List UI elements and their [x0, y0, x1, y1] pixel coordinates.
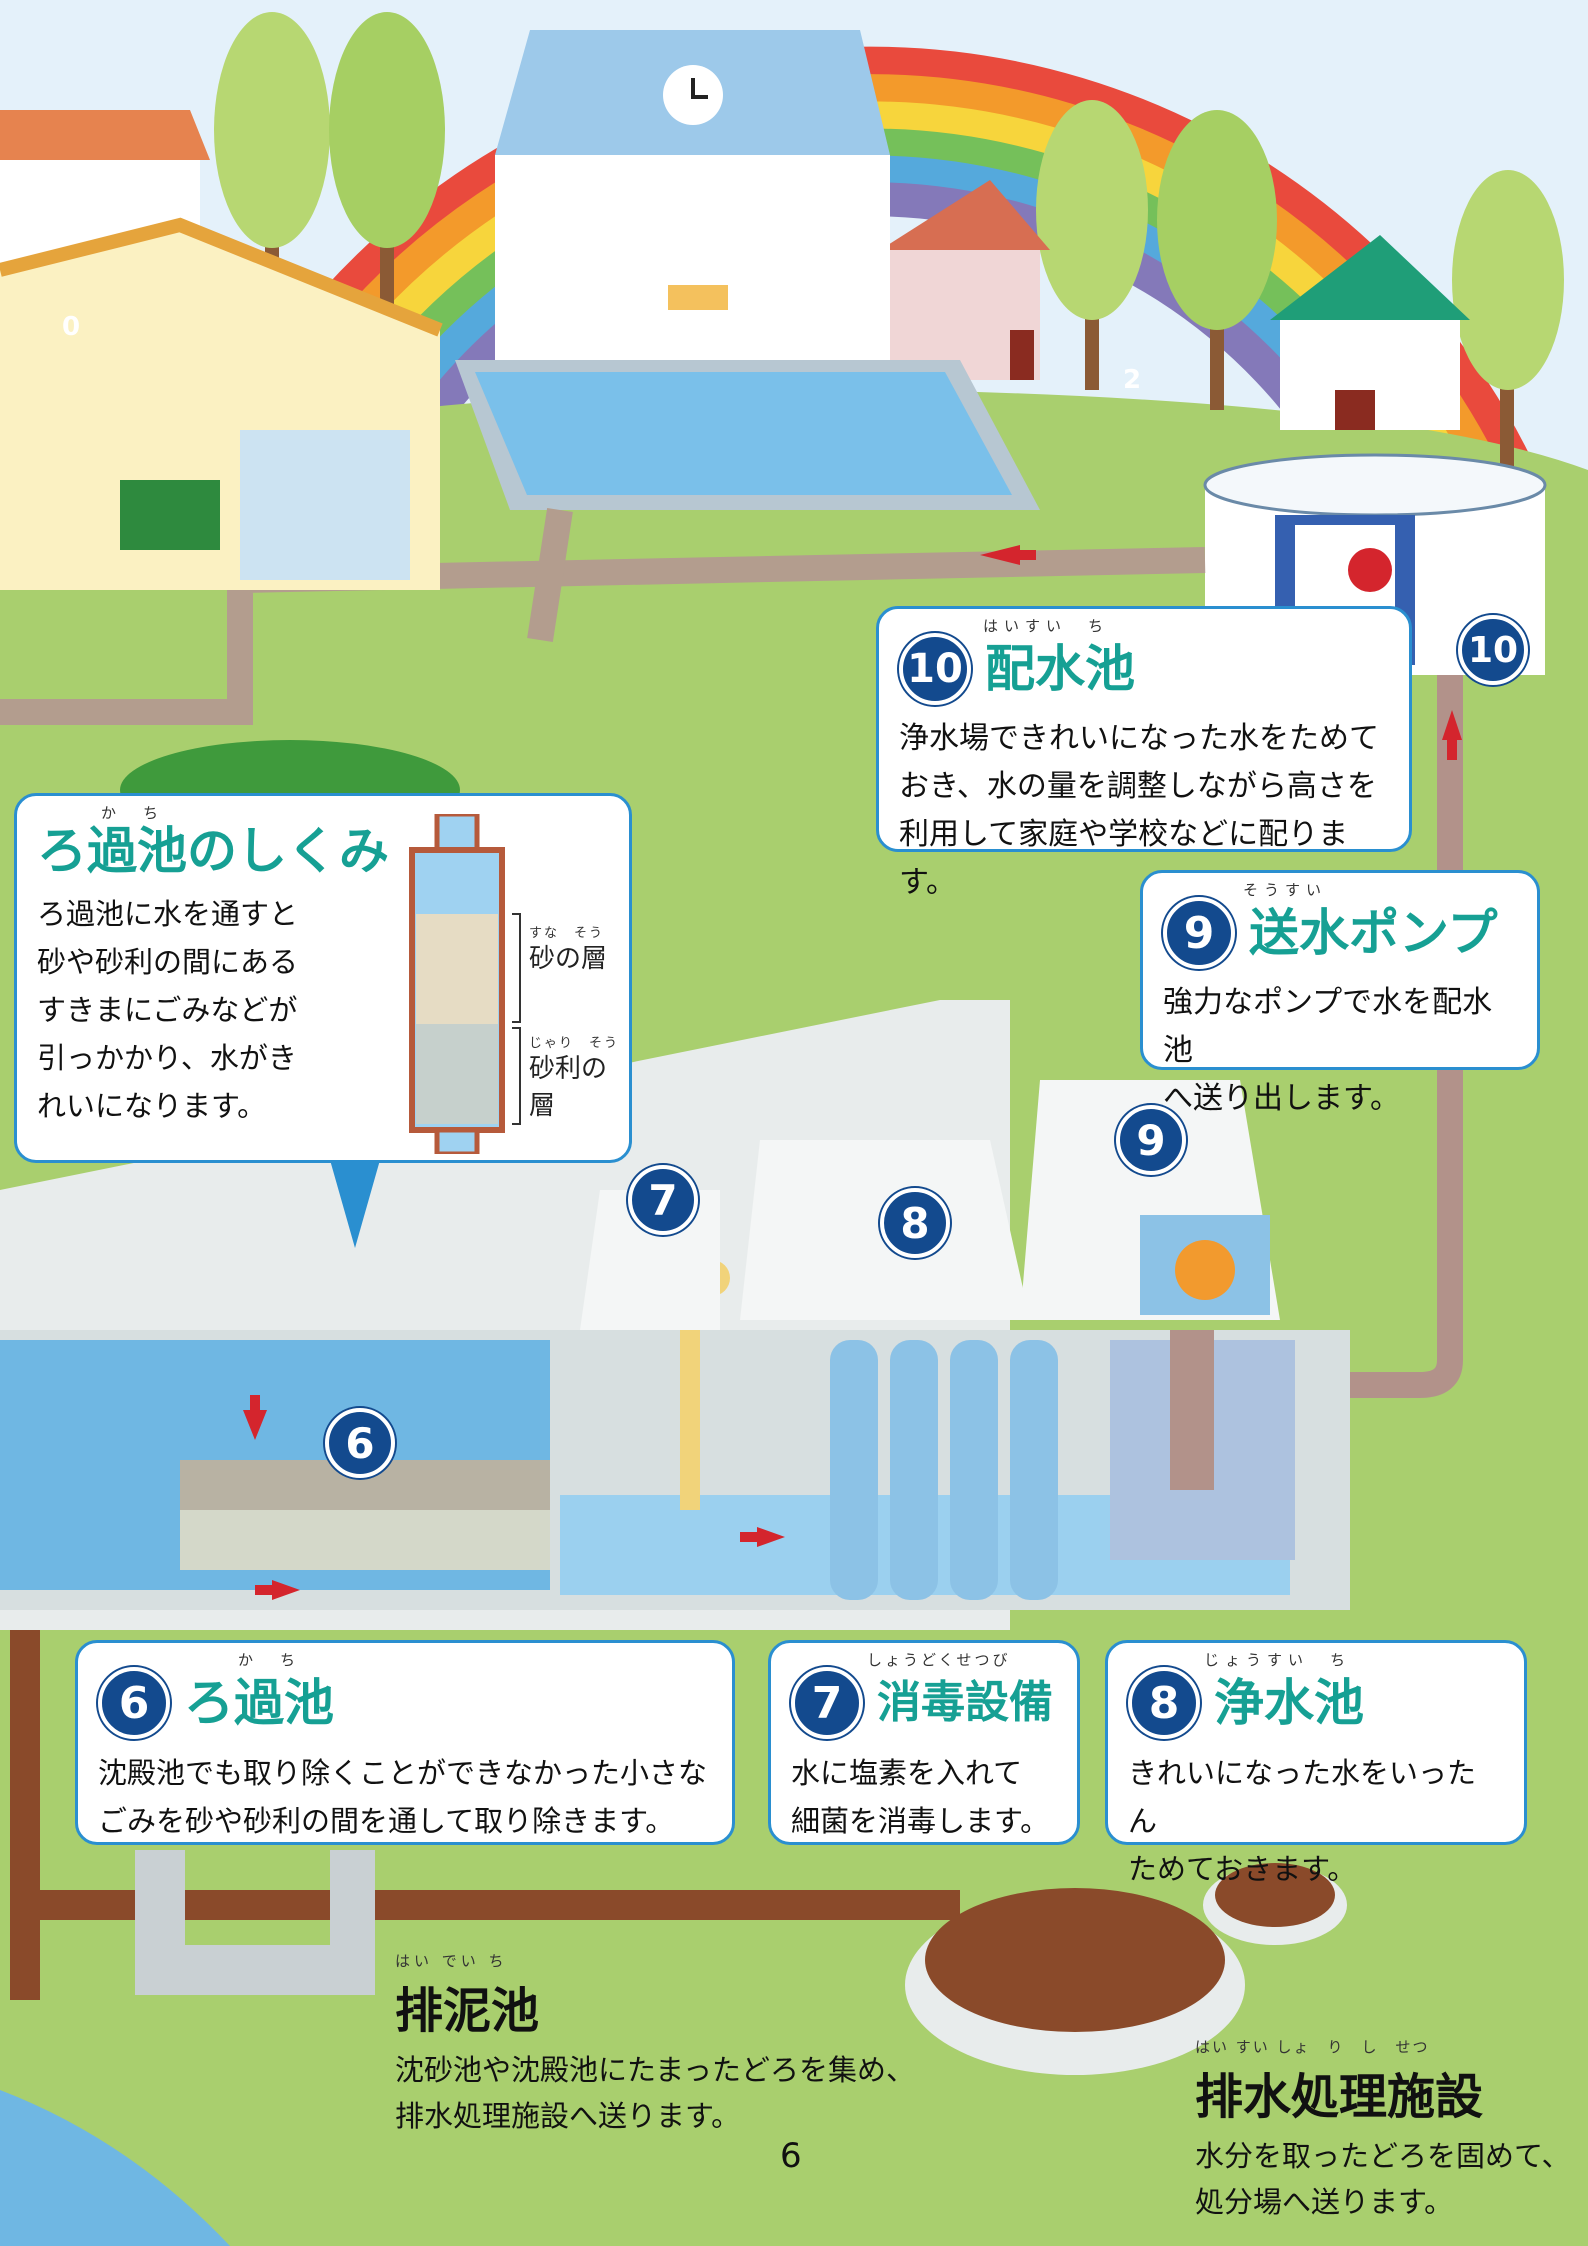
mud-pond [135, 1850, 375, 1995]
gravel-layer-ruby: じゃり そう [529, 1036, 620, 1051]
step-9-text: 強力なポンプで水を配水池 へ送り出します。 [1163, 979, 1517, 1123]
step-9-badge: 9 [1163, 897, 1235, 969]
filter-mechanism-text: ろ過池に水を通すと 砂や砂利の間にある すきまにごみなどが 引っかかり、水がき … [37, 890, 609, 1130]
pin-8: 8 [880, 1188, 950, 1258]
step-10-badge: 10 [899, 633, 971, 705]
mud-pond-line: 沈砂池や沈殿池にたまったどろを集め、 [395, 2053, 915, 2087]
drain-facility-line: 水分を取ったどろを固めて、 [1195, 2139, 1571, 2173]
mud-pond-line: 排水処理施設へ送ります。 [395, 2099, 741, 2133]
filter-mechanism-line: すきまにごみなどが [37, 993, 298, 1027]
step-9-title: 送水ポンプ [1249, 904, 1498, 962]
filter-cross-section-icon [409, 814, 521, 1154]
filter-mechanism-line: ろ過池に水を通すと [37, 897, 299, 931]
filter-mechanism-line: 砂や砂利の間にある [37, 945, 299, 979]
step-7-line: 細菌を消毒します。 [791, 1804, 1050, 1838]
drain-tanks [905, 1863, 1347, 2075]
step-6-line: ごみを砂や砂利の間を通して取り除きます。 [98, 1804, 675, 1838]
filter-mechanism-title: ろ過池のしくみ [37, 822, 389, 880]
step-7-title: 消毒設備 [877, 1677, 1053, 1728]
pin-7: 7 [628, 1165, 698, 1235]
pin-9: 9 [1116, 1105, 1186, 1175]
step-9-line: へ送り出します。 [1163, 1081, 1400, 1116]
drain-facility-label: はい すい しょ り し せつ 排水処理施設 水分を取ったどろを固めて、 処分場… [1195, 2036, 1571, 2225]
drain-facility-title: 排水処理施設 [1195, 2069, 1484, 2125]
filter-mechanism-line: 引っかかり、水がき [37, 1041, 297, 1075]
step-7-text: 水に塩素を入れて 細菌を消毒します。 [791, 1749, 1057, 1845]
step-10-line: おき、水の量を調整しながら高さを [899, 769, 1377, 804]
gravel-layer-label: 砂利の層 [529, 1054, 608, 1121]
step-6-title: ろ過池 [184, 1674, 334, 1732]
callout-pointer [330, 1160, 380, 1248]
step-10-line: 利用して家庭や学校などに配ります。 [899, 817, 1349, 900]
treatment-plant [0, 1000, 1350, 1630]
filter-mechanism-line: れいになります。 [37, 1089, 267, 1123]
filter-mechanism-ruby: か ち [101, 804, 165, 822]
drain-facility-line: 処分場へ送ります。 [1195, 2185, 1454, 2219]
step-8-line: ためておきます。 [1128, 1852, 1357, 1886]
step-10-box: はいすい ち 10 配水池 浄水場できれいになった水をためて おき、水の量を調整… [876, 606, 1412, 900]
step-7-line: 水に塩素を入れて [791, 1756, 1023, 1790]
mud-pond-title: 排泥池 [395, 1983, 540, 2039]
school-building [495, 30, 890, 365]
mud-pond-label: はい でい ち 排泥池 沈砂池や沈殿池にたまったどろを集め、 排水処理施設へ送り… [395, 1950, 915, 2139]
pin-6: 6 [325, 1408, 395, 1478]
drain-facility-ruby: はい すい しょ り し せつ [1195, 2038, 1430, 2056]
pond-water [0, 2090, 230, 2246]
step-8-ruby: じょうすい ち [1204, 1651, 1352, 1669]
step-10-title: 配水池 [985, 640, 1135, 698]
family-house [0, 217, 443, 590]
roads [0, 508, 1206, 725]
step-8-badge: 8 [1128, 1667, 1200, 1739]
laundry-shirt-number: 0 [62, 312, 81, 342]
step-8-text: きれいになった水をいったん ためておきます。 [1128, 1749, 1504, 1893]
runner-shirt-number: 2 [1123, 365, 1142, 395]
mud-pond-ruby: はい でい ち [395, 1952, 508, 1970]
step-8-box: じょうすい ち 8 浄水池 きれいになった水をいったん ためておきます。 [1105, 1640, 1527, 1886]
step-6-line: 沈殿池でも取り除くことができなかった小さな [98, 1756, 708, 1790]
step-6-badge: 6 [98, 1667, 170, 1739]
step-9-line: 強力なポンプで水を配水池 [1163, 985, 1493, 1068]
flow-arrows [243, 545, 1462, 1600]
step-9-box: そうすい 9 送水ポンプ 強力なポンプで水を配水池 へ送り出します。 [1140, 870, 1540, 1116]
sand-layer-ruby: すな そう [529, 926, 605, 941]
step-6-text: 沈殿池でも取り除くことができなかった小さな ごみを砂や砂利の間を通して取り除きま… [98, 1749, 712, 1845]
step-8-title: 浄水池 [1214, 1674, 1364, 1732]
drain-facility-text: 水分を取ったどろを固めて、 処分場へ送ります。 [1195, 2133, 1571, 2225]
step-9-ruby: そうすい [1243, 881, 1328, 899]
trees [214, 12, 1564, 470]
step-6-ruby: か ち [238, 1651, 302, 1669]
step-10-line: 浄水場できれいになった水をためて [899, 721, 1379, 756]
pool [455, 360, 1040, 510]
step-10-text: 浄水場できれいになった水をためて おき、水の量を調整しながら高さを 利用して家庭… [899, 715, 1389, 907]
pin-10: 10 [1458, 615, 1528, 685]
sand-layer-label: 砂の層 [529, 944, 608, 974]
step-6-box: か ち 6 ろ過池 沈殿池でも取り除くことができなかった小さな ごみを砂や砂利の… [75, 1640, 735, 1845]
page-number: 6 [780, 2136, 802, 2176]
step-7-box: しょうどくせつび 7 消毒設備 水に塩素を入れて 細菌を消毒します。 [768, 1640, 1080, 1845]
step-8-line: きれいになった水をいったん [1128, 1756, 1477, 1838]
filter-mechanism-box: か ち ろ過池のしくみ ろ過池に水を通すと 砂や砂利の間にある すきまにごみなど… [14, 793, 632, 1163]
step-7-badge: 7 [791, 1667, 863, 1739]
step-7-ruby: しょうどくせつび [867, 1651, 1011, 1669]
mud-pond-text: 沈砂池や沈殿池にたまったどろを集め、 排水処理施設へ送ります。 [395, 2047, 915, 2139]
step-10-ruby: はいすい ち [983, 617, 1110, 635]
